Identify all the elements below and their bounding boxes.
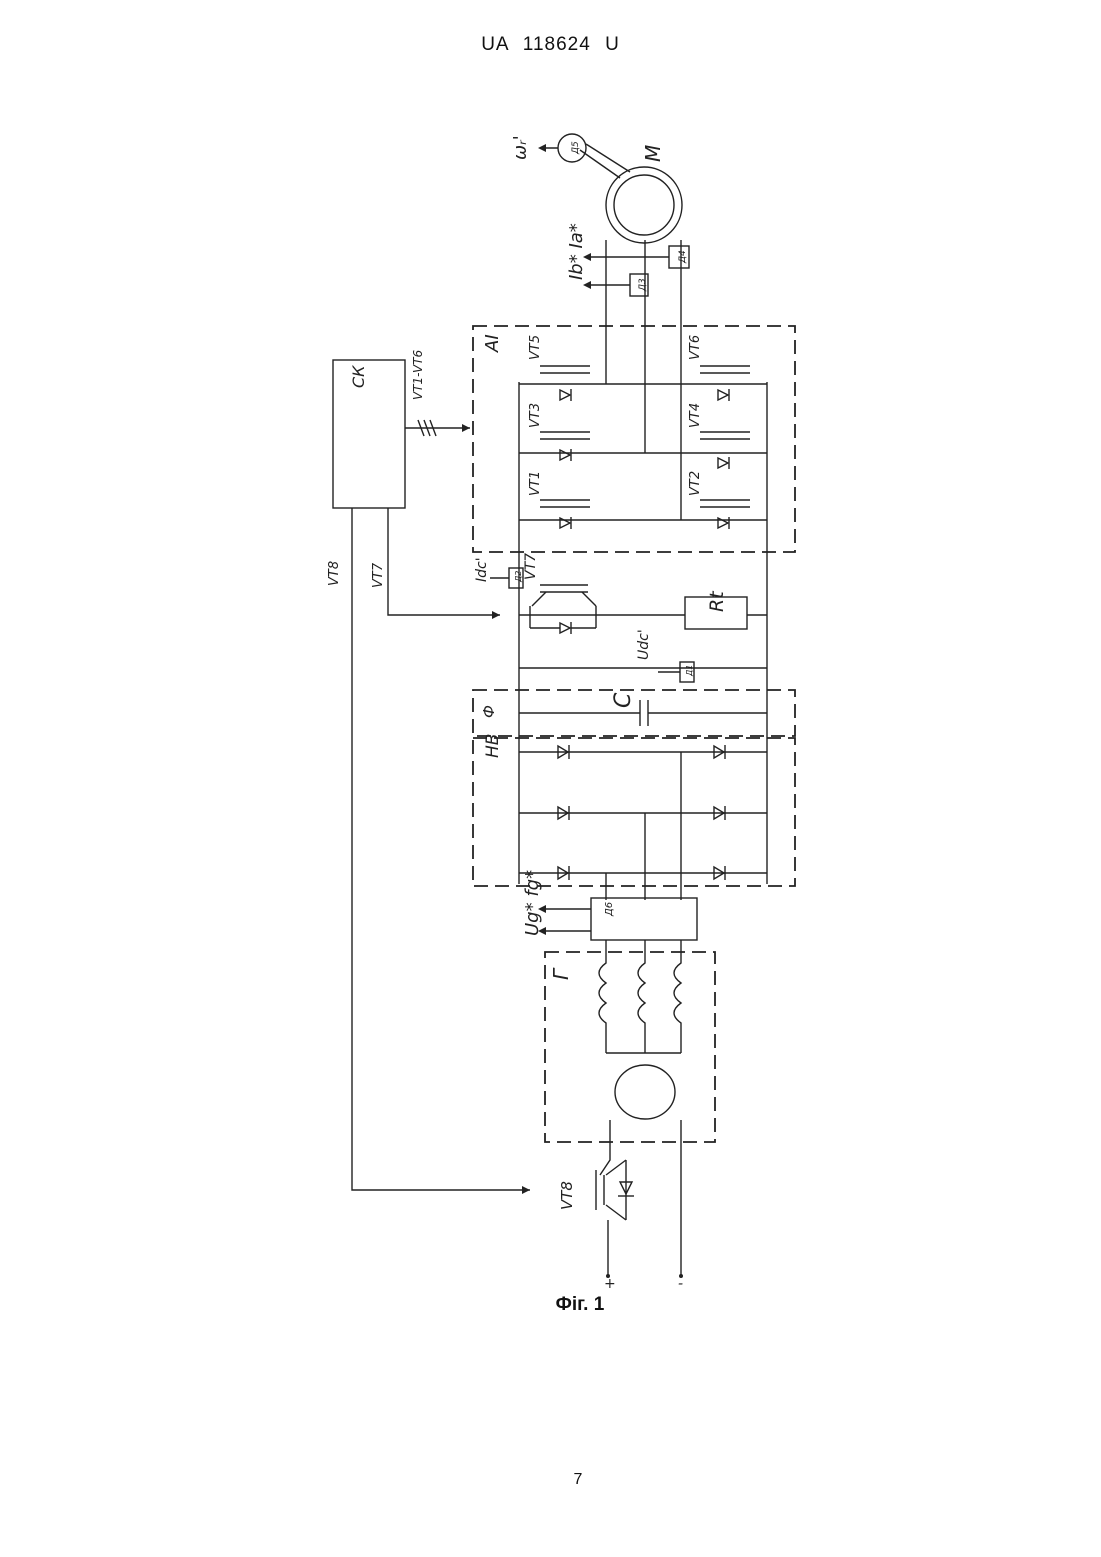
igbt-vt1 [540, 500, 590, 529]
minus-terminal: - [678, 1276, 683, 1292]
inverter-label: AI [482, 334, 503, 353]
ug-fg-label: Ug* fg* [522, 870, 543, 936]
vt4-label: VT4 [688, 403, 703, 428]
d1-label: Д1 [685, 665, 694, 677]
capacitor-label: C [611, 692, 636, 708]
vt3-label: VT3 [528, 403, 543, 428]
vt1-vt6-label: VT1-VT6 [411, 349, 425, 400]
rectifier-label: НВ [483, 734, 503, 758]
vt7-line-label: VT7 [371, 562, 386, 588]
igbt-vt4 [700, 432, 750, 469]
vt2-label: VT2 [688, 471, 703, 496]
excitation-supply: VT8 + - [558, 1140, 683, 1292]
braking-chopper: Rt VT7 Д2 Idc' Д1 [474, 553, 767, 682]
vt7-transistor [530, 585, 596, 634]
idc-label: Idc' [474, 557, 490, 582]
speed-label: ωᵣ' [510, 135, 531, 160]
d4-label: Д4 [678, 250, 688, 264]
filter-label: Ф [480, 705, 498, 718]
d6-sensor-block: Д6 Ug* fg* [522, 870, 697, 955]
vt1-label: VT1 [528, 471, 543, 496]
inverter-block: AI VT1 VT3 VT5 VT2 VT4 VT6 [473, 240, 795, 552]
vt5-label: VT5 [528, 335, 543, 360]
sk-label: СК [349, 365, 368, 388]
d6-label: Д6 [604, 902, 615, 917]
motor-label: M [641, 145, 665, 162]
figure-caption: Фіг. 1 [0, 1294, 1101, 1316]
igbt-vt2 [700, 500, 750, 529]
generator-label: Г [549, 967, 573, 980]
d2-label: Д2 [514, 571, 523, 583]
vt7-label: VT7 [523, 553, 539, 580]
igbt-vt3 [540, 432, 590, 461]
motor: M Д5 ωᵣ' Д3 Д4 Ib* Ia* [510, 134, 689, 296]
page-number: 7 [0, 1471, 1101, 1489]
currents-label: Ib* Ia* [566, 223, 587, 280]
vt6-label: VT6 [688, 335, 703, 360]
brake-resistor-label: Rt [706, 590, 728, 612]
generator-block: Г [545, 952, 715, 1142]
vt8-label: VT8 [558, 1181, 576, 1210]
vt8-line-label: VT8 [327, 561, 342, 586]
plus-terminal: + [604, 1276, 616, 1292]
d5-label: Д5 [571, 141, 581, 155]
sk-block [333, 360, 405, 508]
filter-block: Ф C [473, 690, 795, 736]
udc-label: Udc' [636, 629, 652, 660]
d3-label: Д3 [638, 278, 648, 292]
control-system: СК VT1-VT6 VT7 VT8 [327, 349, 530, 1194]
